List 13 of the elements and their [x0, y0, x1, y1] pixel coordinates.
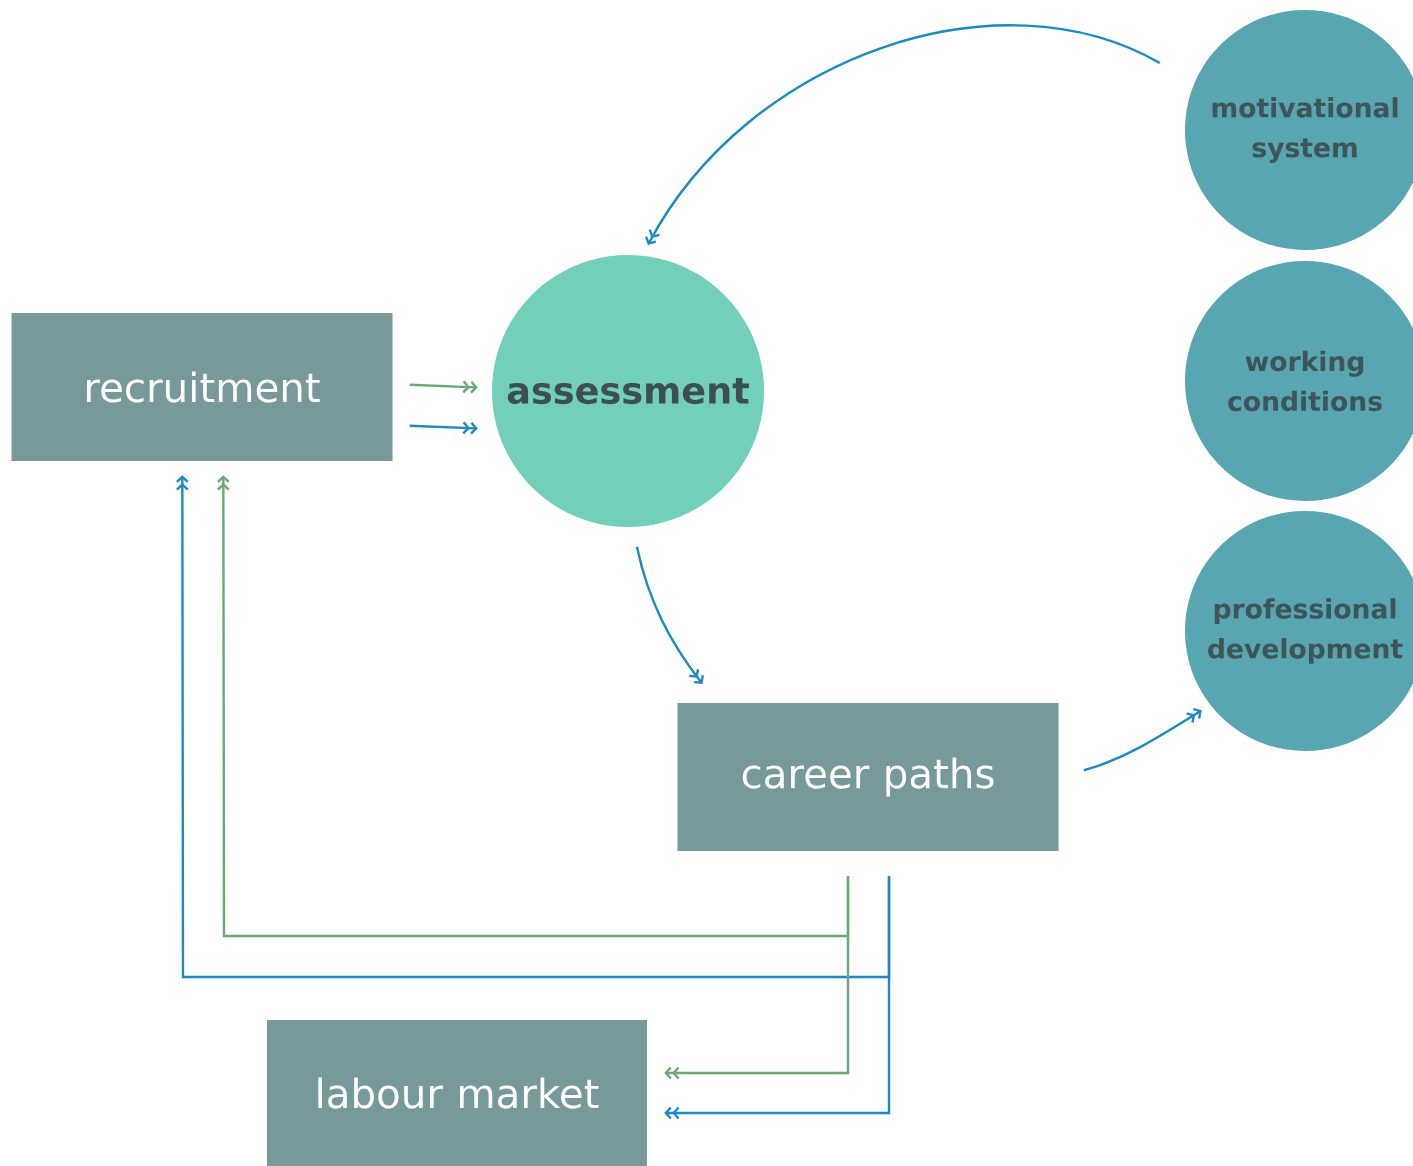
arrow: [664, 876, 850, 1080]
arrow: [409, 380, 478, 394]
arrow: [1083, 708, 1202, 772]
arrow: [176, 475, 891, 979]
arrow: [409, 421, 478, 435]
circle-node: assessment: [492, 255, 764, 527]
process-box: career paths: [677, 703, 1059, 851]
process-box: recruitment: [11, 313, 393, 461]
arrow: [645, 24, 1161, 245]
arrow: [217, 475, 850, 938]
process-box: labour market: [267, 1020, 647, 1166]
arrow: [635, 546, 704, 684]
arrow: [664, 876, 891, 1120]
